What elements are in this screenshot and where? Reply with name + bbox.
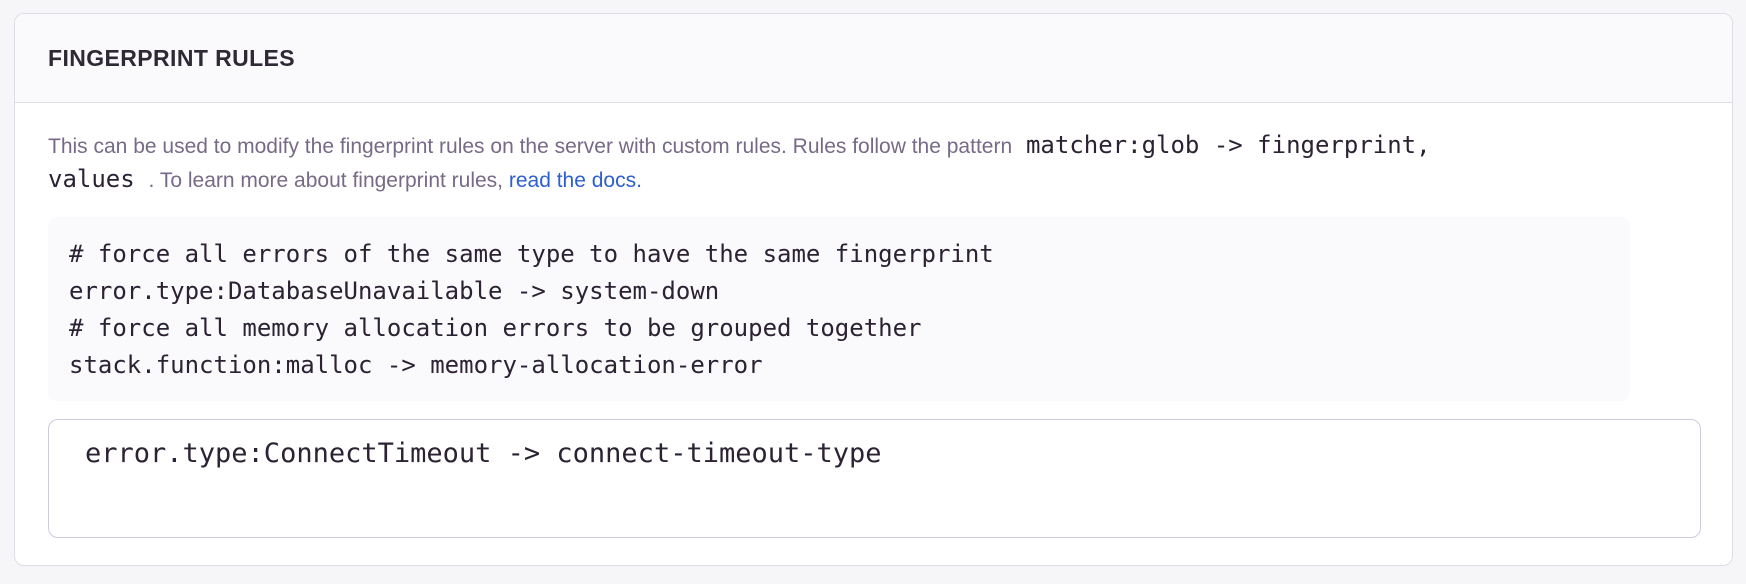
read-the-docs-link[interactable]: read the docs. <box>508 169 642 192</box>
fingerprint-rules-input[interactable]: error.type:ConnectTimeout -> connect-tim… <box>48 419 1701 538</box>
fingerprint-rules-example: # force all errors of the same type to h… <box>48 217 1630 401</box>
pattern-inline-code-values: values <box>48 165 135 193</box>
panel-title: FINGERPRINT RULES <box>48 44 296 71</box>
description-text-2: . To learn more about fingerprint rules, <box>148 169 504 192</box>
fingerprint-rules-description: This can be used to modify the fingerpri… <box>48 129 1699 197</box>
fingerprint-rules-panel: FINGERPRINT RULES This can be used to mo… <box>14 13 1733 566</box>
panel-header: FINGERPRINT RULES <box>15 14 1732 103</box>
pattern-inline-code: matcher:glob -> fingerprint, <box>1025 131 1431 159</box>
description-text-1: This can be used to modify the fingerpri… <box>48 135 1013 158</box>
panel-body: This can be used to modify the fingerpri… <box>15 103 1732 568</box>
